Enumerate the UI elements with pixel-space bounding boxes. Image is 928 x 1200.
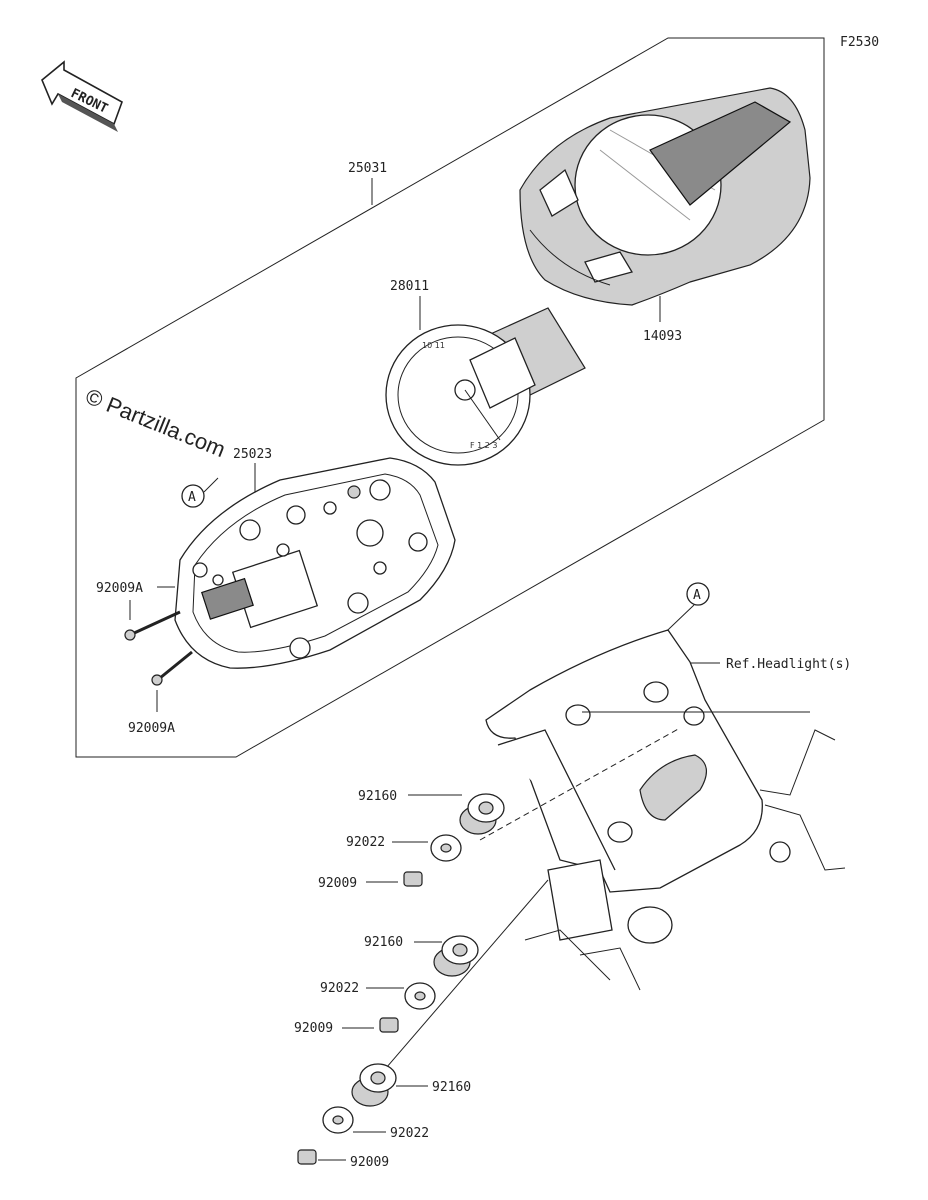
label-25031: 25031	[348, 161, 387, 176]
meter-cover[interactable]	[519, 87, 811, 306]
label-92009a-upper: 92009A	[96, 581, 143, 596]
damper-92160-3[interactable]	[351, 1063, 397, 1107]
label-28011: 28011	[390, 279, 429, 294]
svg-text:A: A	[188, 490, 196, 505]
svg-text:A: A	[693, 588, 701, 603]
label-92009-1: 92009	[318, 876, 357, 891]
damper-92160-1[interactable]	[459, 793, 505, 835]
label-14093: 14093	[643, 329, 682, 344]
label-92160-2: 92160	[364, 935, 403, 950]
label-92009-2: 92009	[294, 1021, 333, 1036]
assembly-outline	[75, 37, 825, 758]
label-92022-3: 92022	[390, 1126, 429, 1141]
meter-case[interactable]	[174, 457, 456, 669]
label-92022-1: 92022	[346, 835, 385, 850]
front-arrow-icon: FRONT	[41, 60, 123, 132]
ref-headlight-note: Ref.Headlight(s)	[726, 657, 851, 672]
label-92009-3: 92009	[350, 1155, 389, 1170]
diagram-code: F2530	[840, 35, 879, 50]
label-92022-2: 92022	[320, 981, 359, 996]
screw-92009a-lower[interactable]	[151, 650, 193, 686]
washer-92022-1[interactable]	[430, 834, 462, 862]
label-92009a-lower: 92009A	[128, 721, 175, 736]
label-25023: 25023	[233, 447, 272, 462]
screw-92009-3[interactable]	[297, 1149, 317, 1165]
screw-92009a-upper[interactable]	[124, 610, 181, 641]
label-92160-1: 92160	[358, 789, 397, 804]
ref-marker-a-left: A	[181, 477, 219, 508]
meter-panel[interactable]: 10 11 F 1 2 3	[385, 307, 586, 466]
label-92160-3: 92160	[432, 1080, 471, 1095]
washer-92022-3[interactable]	[322, 1106, 354, 1134]
damper-92160-2[interactable]	[433, 935, 479, 977]
watermark: © Partzilla.com	[82, 383, 229, 462]
svg-text:10 11: 10 11	[422, 341, 445, 350]
screw-92009-1[interactable]	[403, 871, 423, 887]
washer-92022-2[interactable]	[404, 982, 436, 1010]
headlight-bracket[interactable]	[485, 629, 846, 991]
svg-text:F 1 2 3: F 1 2 3	[470, 441, 498, 450]
screw-92009-2[interactable]	[379, 1017, 399, 1033]
